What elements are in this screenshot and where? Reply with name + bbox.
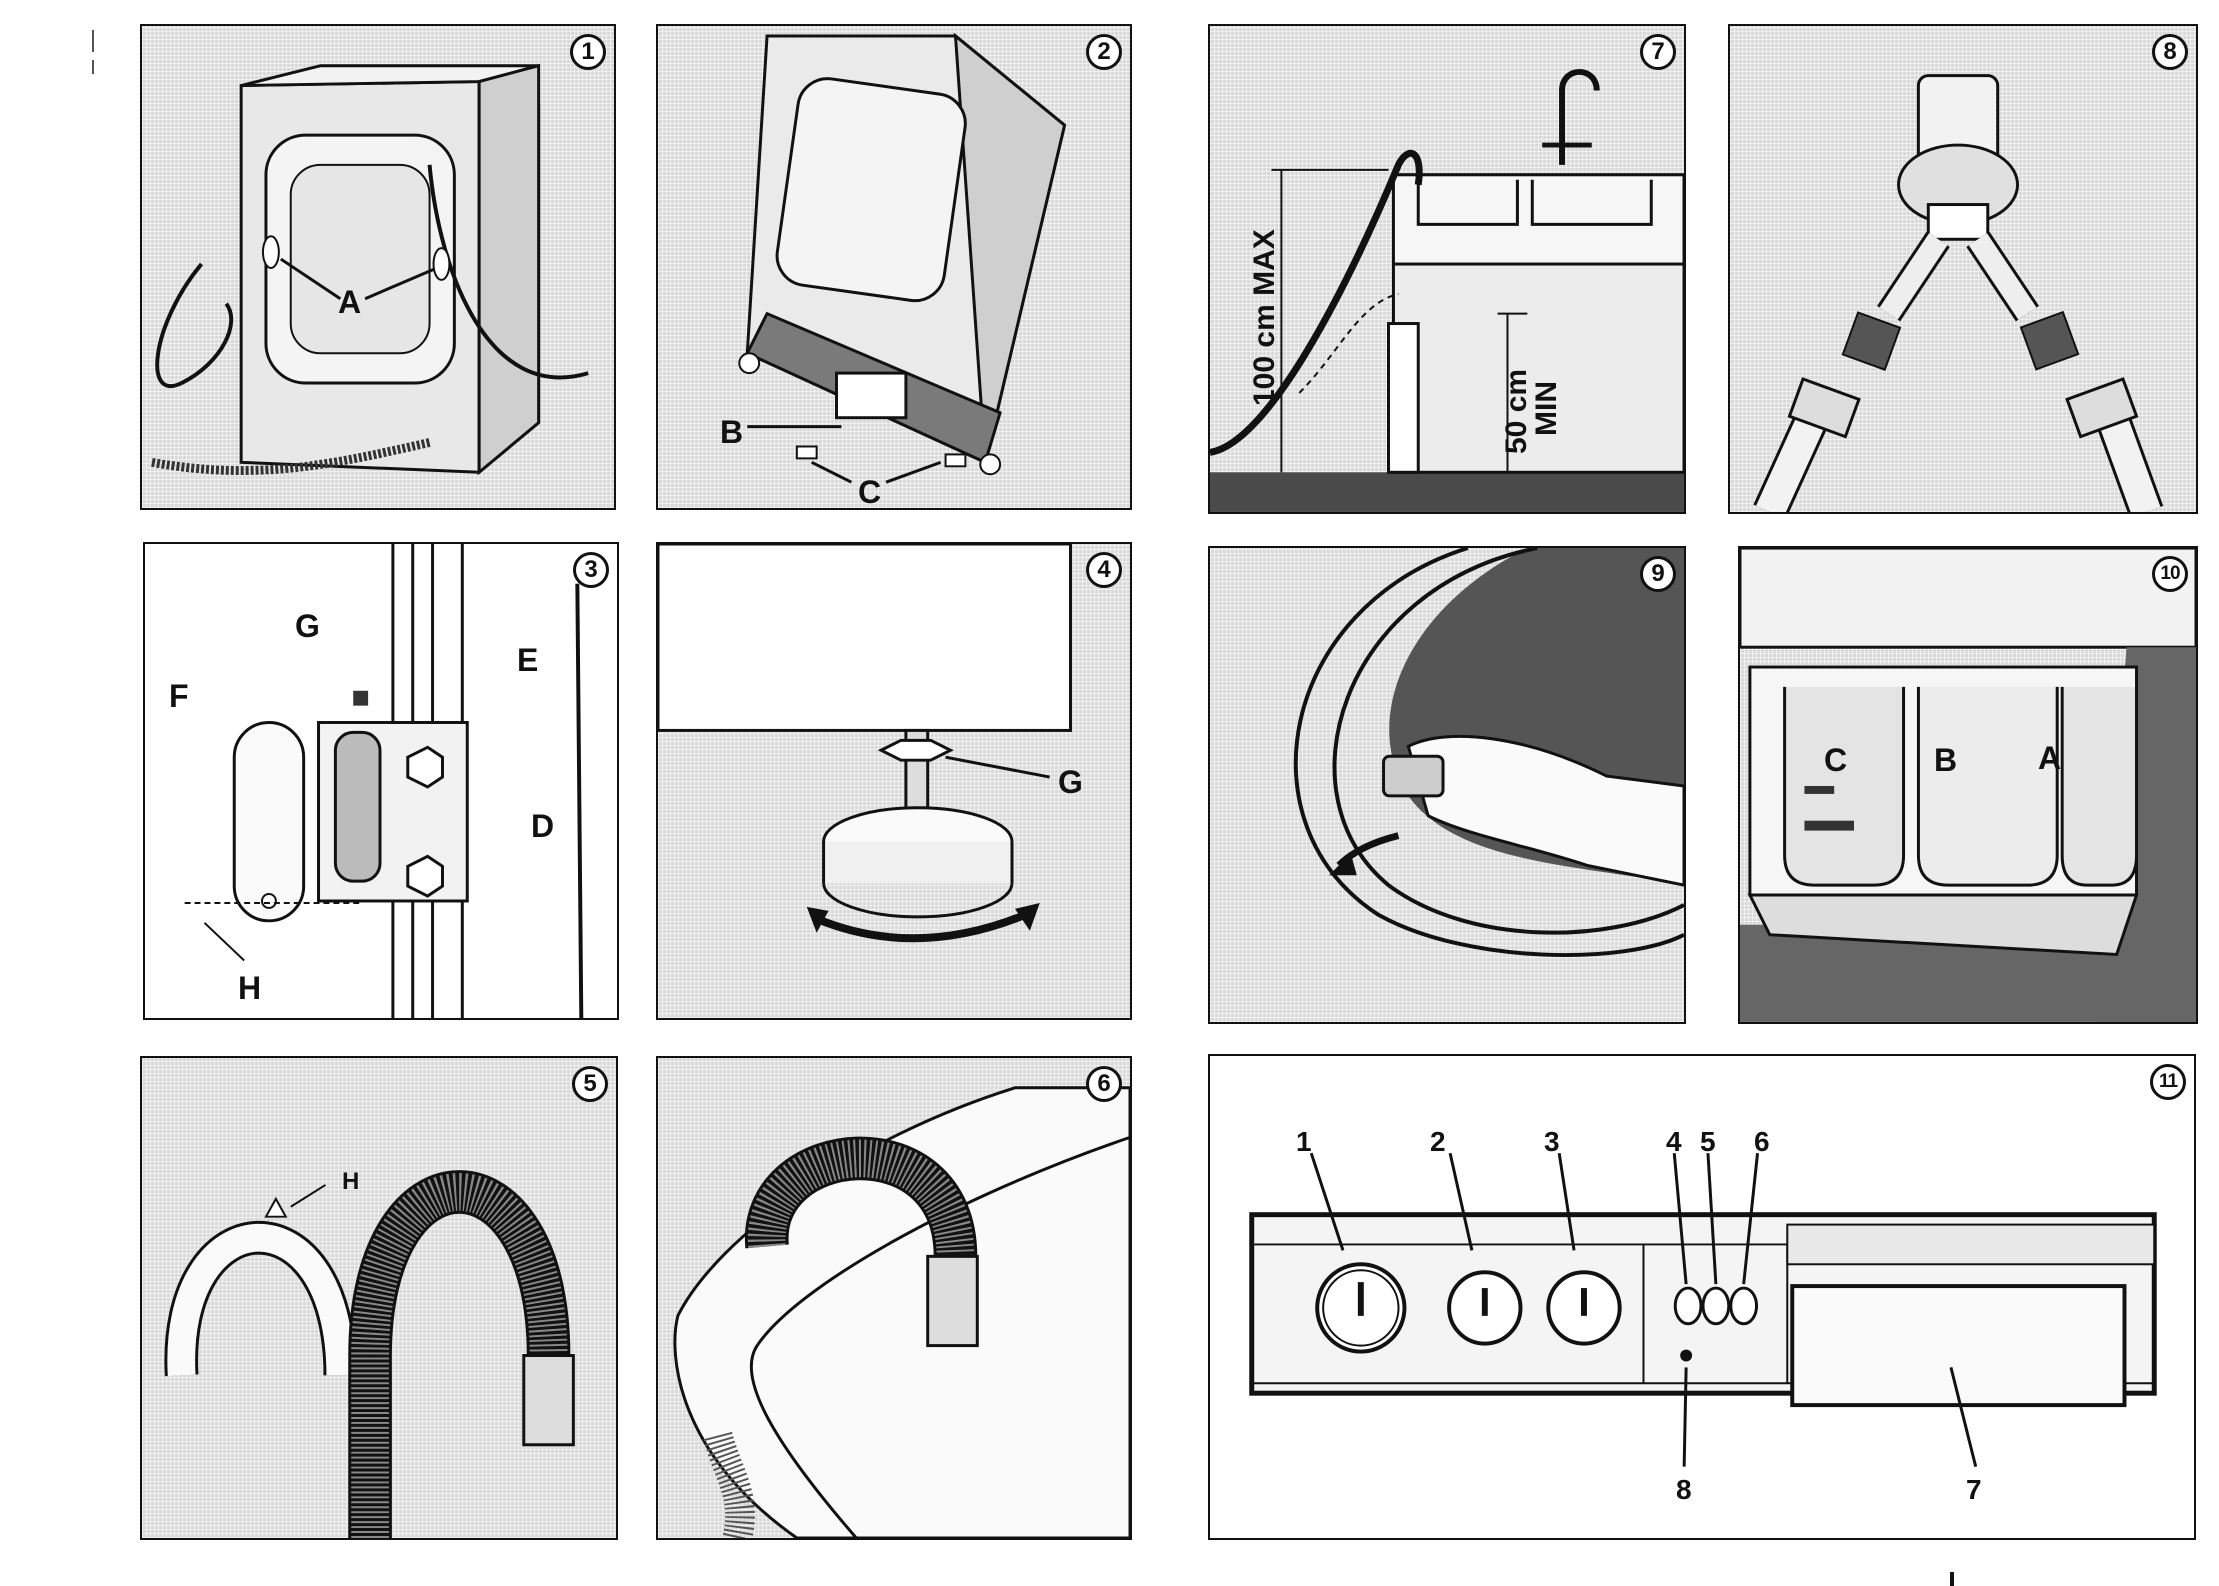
panel-10-detergent-drawer: 10 C B A (1738, 546, 2198, 1024)
callout-2: 2 (1430, 1128, 1446, 1156)
y-connector-icon (1730, 26, 2196, 512)
label-min: MIN (1532, 381, 1562, 436)
panel-2-transit-bolts: 2 B C (656, 24, 1132, 510)
panel-5-hose-guide: 5 H (140, 1056, 618, 1540)
callout-6: 6 (1754, 1128, 1770, 1156)
label-c: C (1824, 744, 1847, 776)
panel-4-adjustable-foot: 4 G (656, 542, 1132, 1020)
panel-6-drain-hose-sink: 6 (656, 1056, 1132, 1540)
callout-4: 4 (1666, 1128, 1682, 1156)
panel-1-rear-view: 1 A (140, 24, 616, 510)
label-g: G (295, 610, 320, 642)
panel-8-y-connector: 8 (1728, 24, 2198, 514)
step-number-badge: 10 (2152, 556, 2188, 592)
hose-guide-icon (142, 1058, 616, 1538)
panel-3-hose-bracket: 3 G E F D H (143, 542, 619, 1020)
detergent-drawer-icon (1740, 548, 2196, 1022)
label-b: B (720, 416, 743, 448)
margin-mark (92, 30, 94, 52)
hose-bracket-icon (145, 544, 617, 1018)
washing-machine-rear-icon (142, 26, 614, 508)
panel-11-control-panel: 11 1 2 3 4 5 6 7 8 (1208, 1054, 2196, 1540)
label-50cm: 50 cm (1502, 369, 1532, 454)
step-number-badge: 7 (1640, 34, 1676, 70)
label-h: H (238, 972, 261, 1004)
callout-7: 7 (1966, 1476, 1982, 1504)
label-c: C (858, 476, 881, 508)
label-h: H (342, 1170, 359, 1194)
label-a: A (2038, 742, 2061, 774)
page-mark (1950, 1572, 1954, 1586)
callout-1: 1 (1296, 1128, 1312, 1156)
step-number-badge: 2 (1086, 34, 1122, 70)
margin-mark (92, 60, 94, 74)
step-number-badge: 11 (2150, 1064, 2186, 1100)
callout-3: 3 (1544, 1128, 1560, 1156)
step-number-badge: 8 (2152, 34, 2188, 70)
panel-9-door-handle: 9 (1208, 546, 1686, 1024)
step-number-badge: 9 (1640, 556, 1676, 592)
step-number-badge: 5 (572, 1066, 608, 1102)
step-number-badge: 3 (573, 552, 609, 588)
panel-7-tap-height: 7 100 cm MAX 50 cm MIN (1208, 24, 1686, 514)
step-number-badge: 4 (1086, 552, 1122, 588)
callout-8: 8 (1676, 1476, 1692, 1504)
callout-5: 5 (1700, 1128, 1716, 1156)
label-a: A (338, 286, 361, 318)
label-100cm-max: 100 cm MAX (1250, 229, 1280, 406)
label-b: B (1934, 744, 1957, 776)
tap-height-icon (1210, 26, 1684, 512)
step-number-badge: 6 (1086, 1066, 1122, 1102)
drain-hose-sink-icon (658, 1058, 1130, 1538)
label-g: G (1058, 766, 1083, 798)
label-f: F (169, 680, 189, 712)
label-e: E (517, 644, 538, 676)
door-handle-icon (1210, 548, 1684, 1022)
step-number-badge: 1 (570, 34, 606, 70)
label-d: D (531, 810, 554, 842)
